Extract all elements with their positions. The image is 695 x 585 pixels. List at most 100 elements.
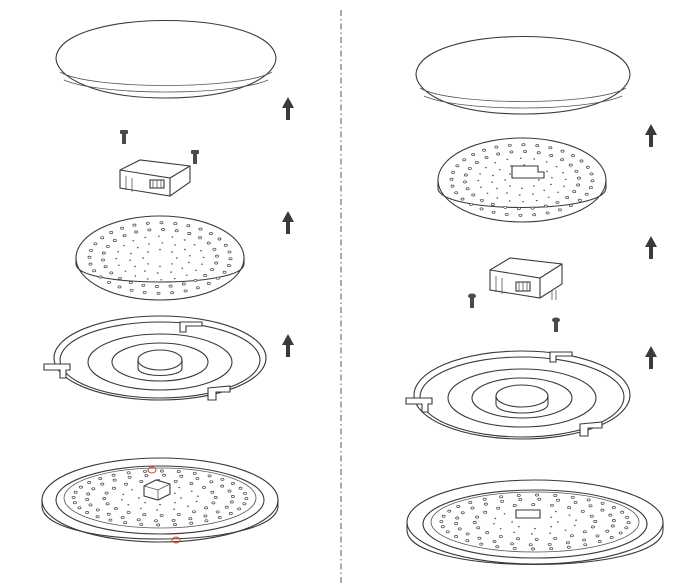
plate-hole bbox=[549, 547, 554, 551]
plate-hole bbox=[543, 189, 546, 191]
plate-hole bbox=[148, 243, 150, 245]
plate-hole bbox=[483, 510, 488, 514]
plate-hole bbox=[506, 158, 509, 161]
plate-hole bbox=[174, 502, 176, 504]
plate-hole bbox=[496, 152, 501, 156]
plate-hole bbox=[521, 187, 523, 190]
plate-hole bbox=[229, 500, 234, 504]
up-arrow-icon bbox=[645, 124, 657, 147]
plate-hole bbox=[590, 179, 595, 183]
plate-hole bbox=[215, 254, 219, 258]
plate-hole bbox=[572, 190, 577, 194]
plate-hole bbox=[220, 484, 225, 488]
up-arrow-icon bbox=[282, 211, 294, 234]
plate-hole bbox=[227, 489, 232, 493]
plate-hole bbox=[120, 226, 125, 230]
plate-hole bbox=[226, 264, 231, 268]
plate-hole bbox=[136, 518, 141, 522]
plate-hole bbox=[449, 177, 454, 181]
plate-hole bbox=[589, 514, 594, 518]
plate-hole bbox=[174, 244, 177, 246]
plate-hole bbox=[130, 252, 133, 255]
plate-hole bbox=[468, 501, 473, 504]
plate-hole bbox=[195, 286, 200, 290]
plate-hole bbox=[454, 535, 459, 538]
plate-hole bbox=[95, 508, 100, 512]
plate-hole bbox=[507, 143, 512, 147]
plate-hole bbox=[157, 235, 160, 237]
plate-hole bbox=[223, 243, 228, 247]
up-arrow-icon bbox=[282, 97, 294, 120]
plate-hole bbox=[176, 470, 181, 474]
plate-hole bbox=[518, 194, 521, 196]
plate-hole bbox=[108, 518, 113, 522]
plate-hole bbox=[451, 170, 456, 174]
plate-hole bbox=[500, 499, 505, 503]
plate-hole bbox=[206, 282, 211, 285]
plate-hole bbox=[479, 542, 484, 546]
plate-hole bbox=[563, 185, 565, 187]
plate-hole bbox=[450, 184, 455, 188]
plate-hole bbox=[479, 198, 484, 202]
plate-hole bbox=[610, 524, 615, 528]
plate-hole bbox=[516, 207, 521, 210]
plate-hole bbox=[189, 482, 194, 486]
plate-hole bbox=[136, 247, 139, 249]
right-led-ring-board bbox=[405, 350, 631, 440]
plate-hole bbox=[554, 510, 557, 513]
plate-hole bbox=[188, 517, 193, 521]
plate-hole bbox=[439, 519, 444, 523]
plate-hole bbox=[222, 270, 227, 274]
plate-hole bbox=[242, 502, 247, 506]
plate-hole bbox=[543, 204, 548, 208]
plate-hole bbox=[147, 251, 150, 253]
plate-hole bbox=[570, 495, 575, 499]
plate-hole bbox=[510, 542, 514, 546]
plate-hole bbox=[73, 490, 78, 494]
plate-hole bbox=[550, 503, 554, 507]
plate-hole bbox=[210, 268, 215, 272]
plate-hole bbox=[212, 247, 217, 251]
plate-hole bbox=[605, 529, 610, 533]
plate-hole bbox=[168, 284, 173, 288]
plate-hole bbox=[550, 516, 553, 518]
plate-hole bbox=[549, 154, 554, 157]
plate-hole bbox=[111, 473, 116, 477]
left-base-plate bbox=[41, 457, 279, 544]
plate-hole bbox=[159, 248, 161, 251]
plate-hole bbox=[192, 471, 197, 475]
plate-hole bbox=[479, 207, 484, 211]
plate-hole bbox=[112, 478, 117, 482]
plate-hole bbox=[181, 282, 186, 286]
plate-hole bbox=[180, 497, 183, 499]
plate-hole bbox=[618, 531, 623, 535]
plate-hole bbox=[546, 170, 548, 173]
plate-hole bbox=[173, 508, 175, 510]
up-arrow-icon bbox=[282, 334, 294, 357]
plate-hole bbox=[531, 547, 535, 551]
plate-hole bbox=[535, 199, 538, 202]
plate-hole bbox=[447, 509, 452, 513]
plate-hole bbox=[202, 256, 205, 259]
plate-hole bbox=[499, 495, 504, 499]
plate-hole bbox=[463, 173, 468, 177]
plate-hole bbox=[217, 237, 222, 241]
plate-hole bbox=[564, 178, 567, 181]
plate-hole bbox=[545, 161, 548, 163]
plate-hole bbox=[189, 521, 194, 525]
plate-hole bbox=[509, 173, 511, 175]
plate-hole bbox=[227, 250, 232, 254]
left-led-ring-board bbox=[43, 315, 267, 401]
plate-hole bbox=[77, 506, 82, 510]
plate-hole bbox=[457, 527, 462, 531]
plate-hole bbox=[536, 151, 541, 155]
plate-hole bbox=[127, 475, 132, 479]
plate-hole bbox=[243, 491, 248, 495]
plate-hole bbox=[568, 163, 573, 167]
plate-hole bbox=[465, 187, 470, 191]
plate-hole bbox=[128, 281, 133, 284]
plate-hole bbox=[534, 537, 539, 541]
plate-hole bbox=[523, 164, 526, 166]
screw-icon bbox=[191, 150, 199, 164]
